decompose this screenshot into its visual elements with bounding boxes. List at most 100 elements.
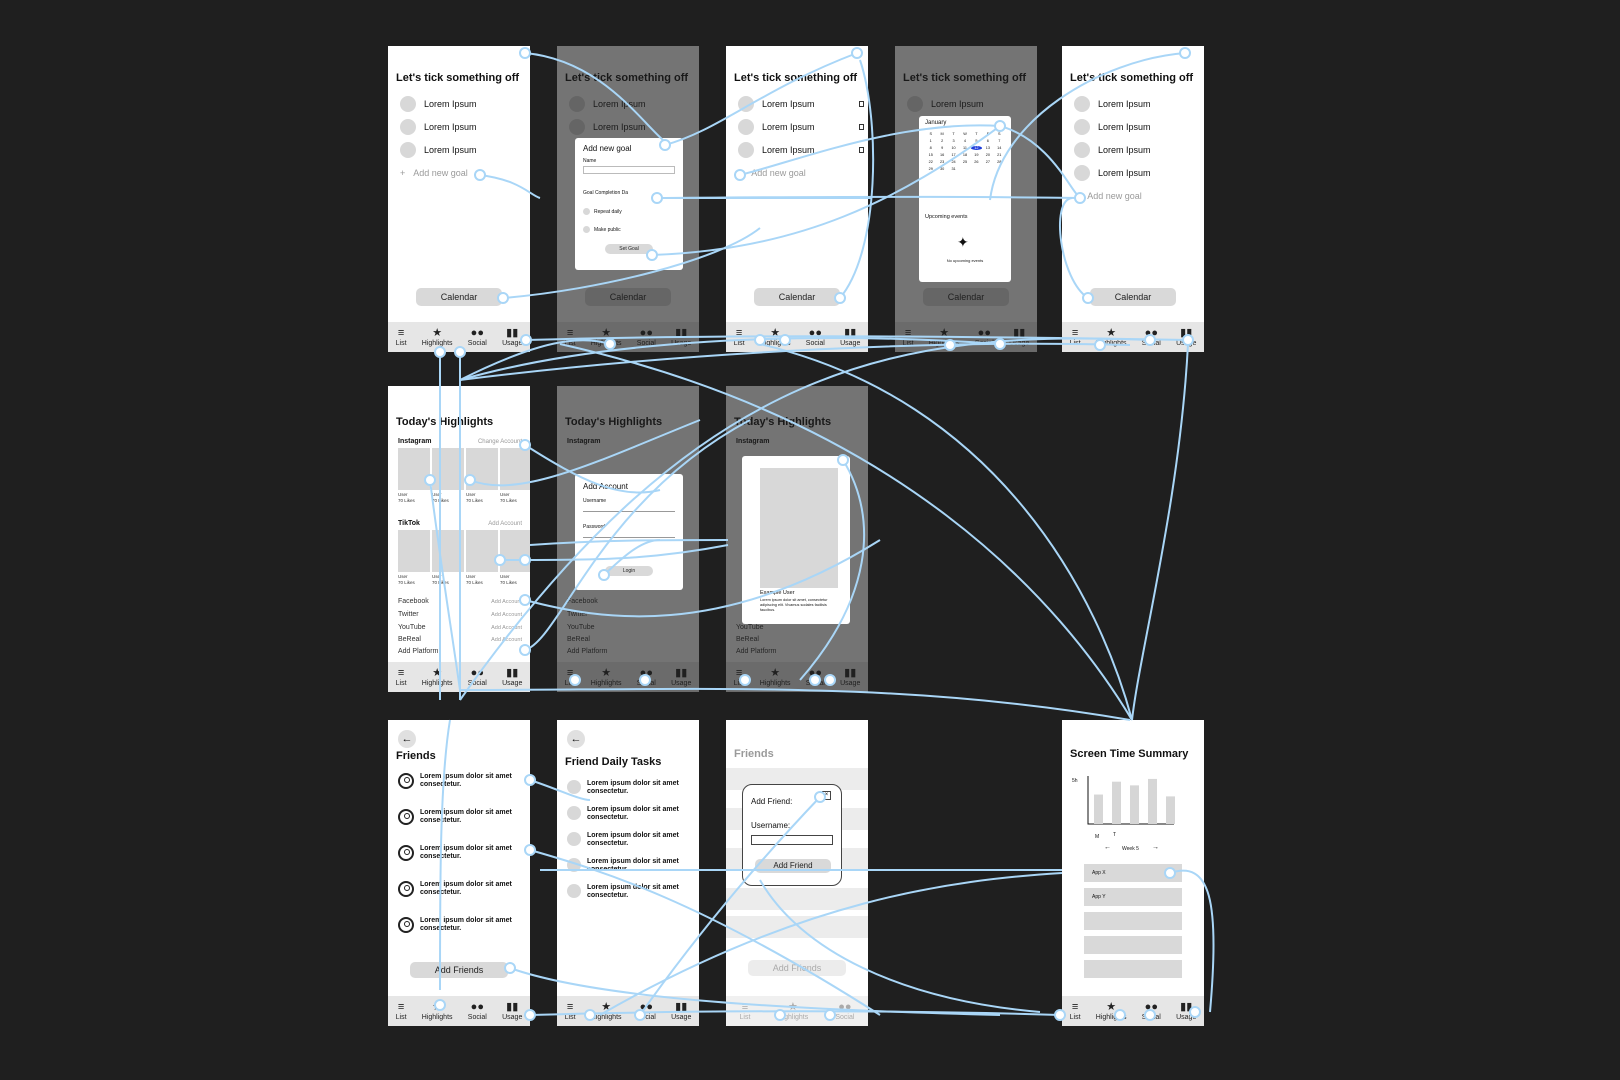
add-account-link[interactable]: Add Account: [491, 625, 522, 631]
nav-list[interactable]: ≡List: [395, 666, 407, 687]
next-week-icon[interactable]: →: [1152, 844, 1159, 851]
nav-social[interactable]: ●●Social: [1141, 1000, 1161, 1021]
calendar-day[interactable]: 3: [952, 139, 955, 143]
goal-item[interactable]: Lorem Ipsum: [400, 142, 477, 158]
trash-icon[interactable]: [859, 124, 864, 130]
calendar-day[interactable]: 6: [986, 139, 989, 143]
calendar-day[interactable]: 22: [928, 160, 933, 164]
add-account-link[interactable]: Add Account: [491, 599, 522, 605]
goal-item[interactable]: Lorem Ipsum: [738, 96, 815, 112]
calendar-day[interactable]: 19: [974, 153, 979, 157]
task-item[interactable]: Lorem ipsum dolor sit amet consectetur.: [567, 780, 687, 796]
nav-highlights[interactable]: ★Highlights: [1095, 326, 1127, 347]
nav-highlights[interactable]: ★Highlights: [421, 1000, 453, 1021]
add-account-link[interactable]: Add Account: [491, 637, 522, 643]
calendar-day[interactable]: 9: [941, 146, 944, 150]
make-public-toggle[interactable]: Make public: [583, 226, 621, 233]
nav-usage[interactable]: ▮▮Usage: [1176, 326, 1197, 347]
calendar-day[interactable]: 26: [974, 160, 979, 164]
nav-usage[interactable]: ▮▮Usage: [502, 326, 523, 347]
calendar-day[interactable]: 20: [985, 153, 990, 157]
calendar-day-selected[interactable]: 12: [970, 146, 983, 150]
calendar-button[interactable]: Calendar: [754, 288, 840, 306]
calendar-day[interactable]: 21: [997, 153, 1002, 157]
calendar-day[interactable]: 24: [951, 160, 956, 164]
nav-highlights[interactable]: ★Highlights: [421, 666, 453, 687]
task-item[interactable]: Lorem ipsum dolor sit amet consectetur.: [567, 832, 687, 848]
friend-item[interactable]: Lorem ipsum dolor sit amet consectetur.: [398, 845, 520, 861]
calendar-day[interactable]: 30: [940, 167, 945, 171]
goal-item[interactable]: Lorem Ipsum: [1074, 142, 1151, 158]
back-arrow-icon[interactable]: ←: [567, 730, 585, 748]
nav-list[interactable]: ≡List: [395, 326, 407, 347]
task-item[interactable]: Lorem ipsum dolor sit amet consectetur.: [567, 884, 687, 900]
add-friends-button[interactable]: Add Friends: [410, 962, 508, 978]
app-row[interactable]: [1084, 936, 1182, 954]
nav-highlights[interactable]: ★Highlights: [1095, 1000, 1127, 1021]
trash-icon[interactable]: [859, 147, 864, 153]
calendar-day[interactable]: 23: [940, 160, 945, 164]
add-goal-link[interactable]: +Add new goal: [738, 168, 806, 178]
add-goal-link[interactable]: +Add new goal: [1074, 191, 1142, 201]
calendar-day[interactable]: 29: [928, 167, 933, 171]
nav-usage[interactable]: ▮▮Usage: [840, 326, 861, 347]
app-row[interactable]: App X: [1084, 864, 1182, 882]
prev-week-icon[interactable]: ←: [1104, 844, 1111, 851]
nav-social[interactable]: ●●Social: [467, 666, 487, 687]
nav-list[interactable]: ≡List: [1069, 1000, 1081, 1021]
task-checkbox[interactable]: [567, 780, 581, 794]
add-account-link[interactable]: Add Account: [488, 521, 522, 527]
nav-usage[interactable]: ▮▮Usage: [671, 1000, 692, 1021]
nav-highlights[interactable]: ★Highlights: [421, 326, 453, 347]
task-item[interactable]: Lorem ipsum dolor sit amet consectetur.: [567, 858, 687, 874]
calendar-button[interactable]: Calendar: [416, 288, 502, 306]
calendar-day[interactable]: 28: [997, 160, 1002, 164]
calendar-day[interactable]: 10: [951, 146, 956, 150]
nav-list[interactable]: ≡List: [733, 326, 745, 347]
calendar-day[interactable]: 25: [962, 160, 968, 164]
friend-item[interactable]: Lorem ipsum dolor sit amet consectetur.: [398, 917, 520, 933]
calendar-day[interactable]: 2: [941, 139, 944, 143]
calendar-day[interactable]: 31: [951, 167, 956, 171]
nav-usage[interactable]: ▮▮Usage: [502, 1000, 523, 1021]
nav-usage[interactable]: ▮▮Usage: [502, 666, 523, 687]
goal-checkbox[interactable]: [400, 96, 416, 112]
nav-social[interactable]: ●●Social: [636, 1000, 656, 1021]
add-friend-button[interactable]: Add Friend: [755, 859, 831, 873]
task-checkbox[interactable]: [567, 806, 581, 820]
platform-twitter[interactable]: Twitter: [398, 611, 419, 618]
username-input[interactable]: [751, 835, 833, 845]
password-input[interactable]: [583, 530, 675, 538]
calendar-day[interactable]: 1: [929, 139, 932, 143]
calendar-day[interactable]: 8: [929, 146, 932, 150]
goal-item[interactable]: Lorem Ipsum: [1074, 96, 1151, 112]
nav-social[interactable]: ●●Social: [1141, 326, 1161, 347]
task-item[interactable]: Lorem ipsum dolor sit amet consectetur.: [567, 806, 687, 822]
calendar-button[interactable]: Calendar: [1090, 288, 1176, 306]
nav-usage[interactable]: ▮▮Usage: [1176, 1000, 1197, 1021]
calendar-day[interactable]: 11: [963, 146, 967, 150]
calendar-day[interactable]: 17: [951, 153, 956, 157]
task-checkbox[interactable]: [567, 858, 581, 872]
nav-social[interactable]: ●●Social: [467, 1000, 487, 1021]
task-checkbox[interactable]: [567, 832, 581, 846]
goal-item[interactable]: Lorem Ipsum: [400, 119, 477, 135]
goal-item[interactable]: Lorem Ipsum: [1074, 119, 1151, 135]
nav-social[interactable]: ●●Social: [467, 326, 487, 347]
app-row[interactable]: [1084, 912, 1182, 930]
friend-item[interactable]: Lorem ipsum dolor sit amet consectetur.: [398, 881, 520, 897]
platform-facebook[interactable]: Facebook: [398, 598, 429, 605]
calendar-day[interactable]: 27: [985, 160, 990, 164]
trash-icon[interactable]: [859, 101, 864, 107]
nav-highlights[interactable]: ★Highlights: [759, 326, 791, 347]
repeat-daily-toggle[interactable]: Repeat daily: [583, 208, 622, 215]
username-input[interactable]: [583, 504, 675, 512]
